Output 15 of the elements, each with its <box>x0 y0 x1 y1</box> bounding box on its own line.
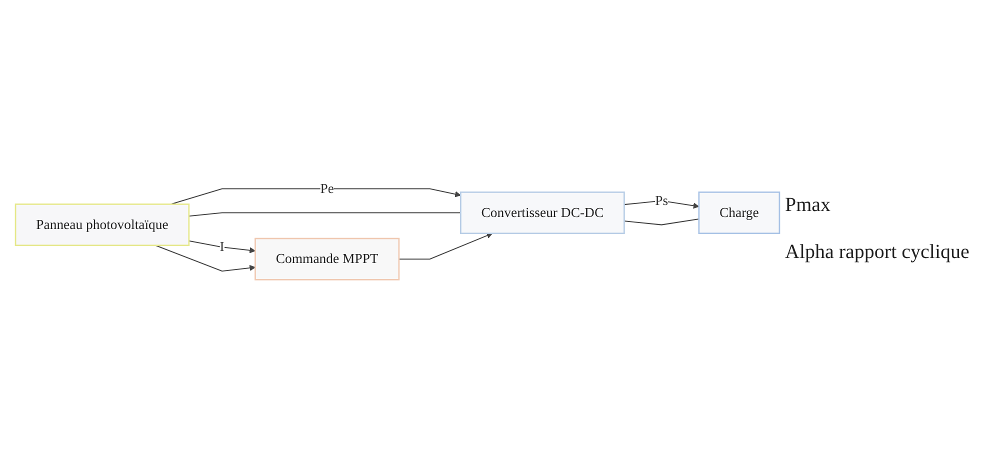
arrow <box>398 232 493 260</box>
connector <box>624 218 699 226</box>
edge-label: Ps <box>655 193 668 208</box>
connector <box>188 212 461 217</box>
arrow <box>188 240 256 254</box>
node-box: Charge <box>698 191 780 234</box>
arrow <box>155 244 256 272</box>
edge-label: Pe <box>320 181 334 196</box>
arrow <box>170 188 461 205</box>
node-box: Panneau photovoltaïque <box>14 203 190 246</box>
node-box: Convertisseur DC-DC <box>460 191 625 234</box>
annotation-text: Pmax <box>785 194 832 217</box>
annotation-text: Alpha rapport cyclique <box>785 241 970 264</box>
edge-label: I <box>220 239 224 255</box>
node-box: Commande MPPT <box>254 238 400 280</box>
